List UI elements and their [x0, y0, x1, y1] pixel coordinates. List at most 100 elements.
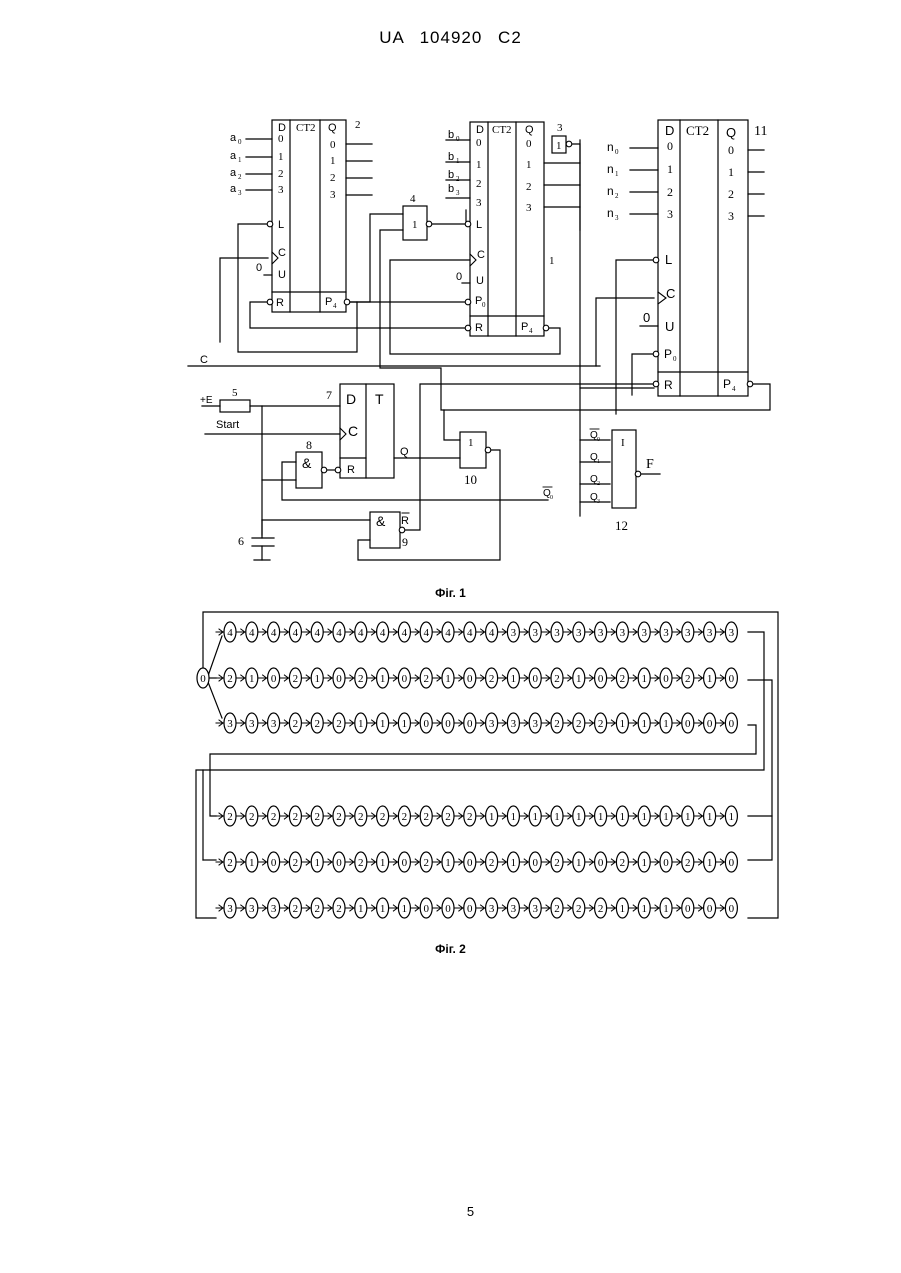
state-node: 1 [311, 852, 323, 872]
state-node: 0 [529, 668, 541, 688]
svg-text:3: 3 [641, 627, 647, 639]
figure-2-caption: Фіг. 2 [0, 942, 901, 956]
svg-text:0: 0 [532, 857, 538, 869]
svg-text:0: 0 [467, 903, 473, 915]
svg-text:2: 2 [358, 811, 364, 823]
input-n2-sub: 2 [615, 192, 619, 200]
counter-b-d-1: 1 [476, 159, 482, 171]
state-node: 4 [268, 622, 280, 642]
state-node: 0 [333, 668, 345, 688]
svg-text:2: 2 [489, 857, 495, 869]
flipflop-t-label: T [375, 391, 384, 407]
svg-text:1: 1 [620, 718, 626, 730]
state-node: 3 [660, 622, 672, 642]
svg-text:2: 2 [685, 673, 691, 685]
svg-text:1: 1 [554, 811, 560, 823]
svg-text:1: 1 [641, 857, 647, 869]
svg-text:3: 3 [227, 718, 233, 730]
state-node: 0 [333, 852, 345, 872]
state-node: 0 [268, 852, 280, 872]
counter-a-d-1: 1 [278, 151, 284, 163]
state-node: 2 [551, 852, 563, 872]
and-9-symbol: & [376, 513, 386, 529]
state-node: 2 [224, 668, 236, 688]
state-node: 2 [464, 806, 476, 826]
svg-text:2: 2 [554, 673, 560, 685]
inverter-3-number: 3 [557, 122, 563, 134]
state-node: 2 [573, 898, 585, 918]
counter-a-d-2: 2 [278, 168, 284, 180]
state-node: 1 [704, 852, 716, 872]
state-node: 0 [442, 898, 454, 918]
svg-text:1: 1 [314, 857, 320, 869]
svg-text:1: 1 [511, 811, 517, 823]
svg-text:4: 4 [402, 627, 408, 639]
input-a0-sub: 0 [238, 138, 242, 146]
state-node: 1 [507, 852, 519, 872]
state-node: 2 [355, 668, 367, 688]
counter-n-d-1: 1 [667, 162, 673, 176]
state-node: 0 [398, 668, 410, 688]
svg-text:1: 1 [729, 811, 735, 823]
state-node: 3 [486, 713, 498, 733]
state-node: 2 [311, 713, 323, 733]
svg-text:2: 2 [620, 673, 626, 685]
state-node: 1 [246, 668, 258, 688]
state-node: 1 [398, 713, 410, 733]
state-node: 1 [595, 806, 607, 826]
state-node: 2 [355, 852, 367, 872]
input-b3: b [448, 183, 454, 195]
svg-text:2: 2 [293, 857, 299, 869]
svg-text:4: 4 [227, 627, 233, 639]
counter-n-q-1: 1 [728, 165, 734, 179]
svg-text:2: 2 [293, 811, 299, 823]
state-node: 1 [616, 806, 628, 826]
svg-text:1: 1 [641, 903, 647, 915]
counter-n-number: 11 [754, 124, 767, 139]
counter-n-d-0: 0 [667, 139, 673, 153]
svg-text:3: 3 [707, 627, 713, 639]
svg-text:2: 2 [685, 857, 691, 869]
svg-text:1: 1 [641, 811, 647, 823]
state-node: 0 [660, 852, 672, 872]
state-node: 1 [660, 898, 672, 918]
counter-b-q-2: 2 [526, 181, 532, 193]
state-node: 2 [398, 806, 410, 826]
input-b2: b [448, 169, 454, 181]
svg-text:3: 3 [620, 627, 626, 639]
svg-text:3: 3 [598, 627, 604, 639]
state-node: 2 [420, 668, 432, 688]
counter-b-r-label: R [475, 322, 483, 334]
svg-text:2: 2 [358, 857, 364, 869]
svg-text:1: 1 [576, 811, 582, 823]
input-n3: n [607, 206, 614, 220]
input-n1: n [607, 162, 614, 176]
svg-text:1: 1 [620, 903, 626, 915]
state-node: 2 [616, 668, 628, 688]
svg-text:1: 1 [445, 673, 451, 685]
svg-text:0: 0 [707, 903, 713, 915]
counter-b-u-label: U [476, 275, 484, 287]
counter-b-p4-sub: 4 [529, 327, 533, 335]
state-node: 2 [289, 713, 301, 733]
counter-n-q-3: 3 [728, 209, 734, 223]
svg-text:0: 0 [423, 903, 429, 915]
svg-text:1: 1 [445, 857, 451, 869]
svg-text:2: 2 [423, 673, 429, 685]
or-10-number: 10 [464, 472, 477, 487]
input-a1: a [230, 150, 237, 162]
svg-text:2: 2 [336, 903, 342, 915]
input-b3-sub: 3 [456, 189, 460, 197]
svg-text:4: 4 [271, 627, 277, 639]
state-node: 2 [682, 668, 694, 688]
svg-text:3: 3 [511, 627, 517, 639]
state-node: 1 [660, 806, 672, 826]
svg-text:1: 1 [511, 857, 517, 869]
svg-text:1: 1 [576, 857, 582, 869]
state-node: 0 [660, 668, 672, 688]
state-node: 0 [682, 713, 694, 733]
svg-text:3: 3 [663, 627, 669, 639]
state-node: 1 [660, 713, 672, 733]
state-node: 1 [704, 806, 716, 826]
state-node: 4 [224, 622, 236, 642]
